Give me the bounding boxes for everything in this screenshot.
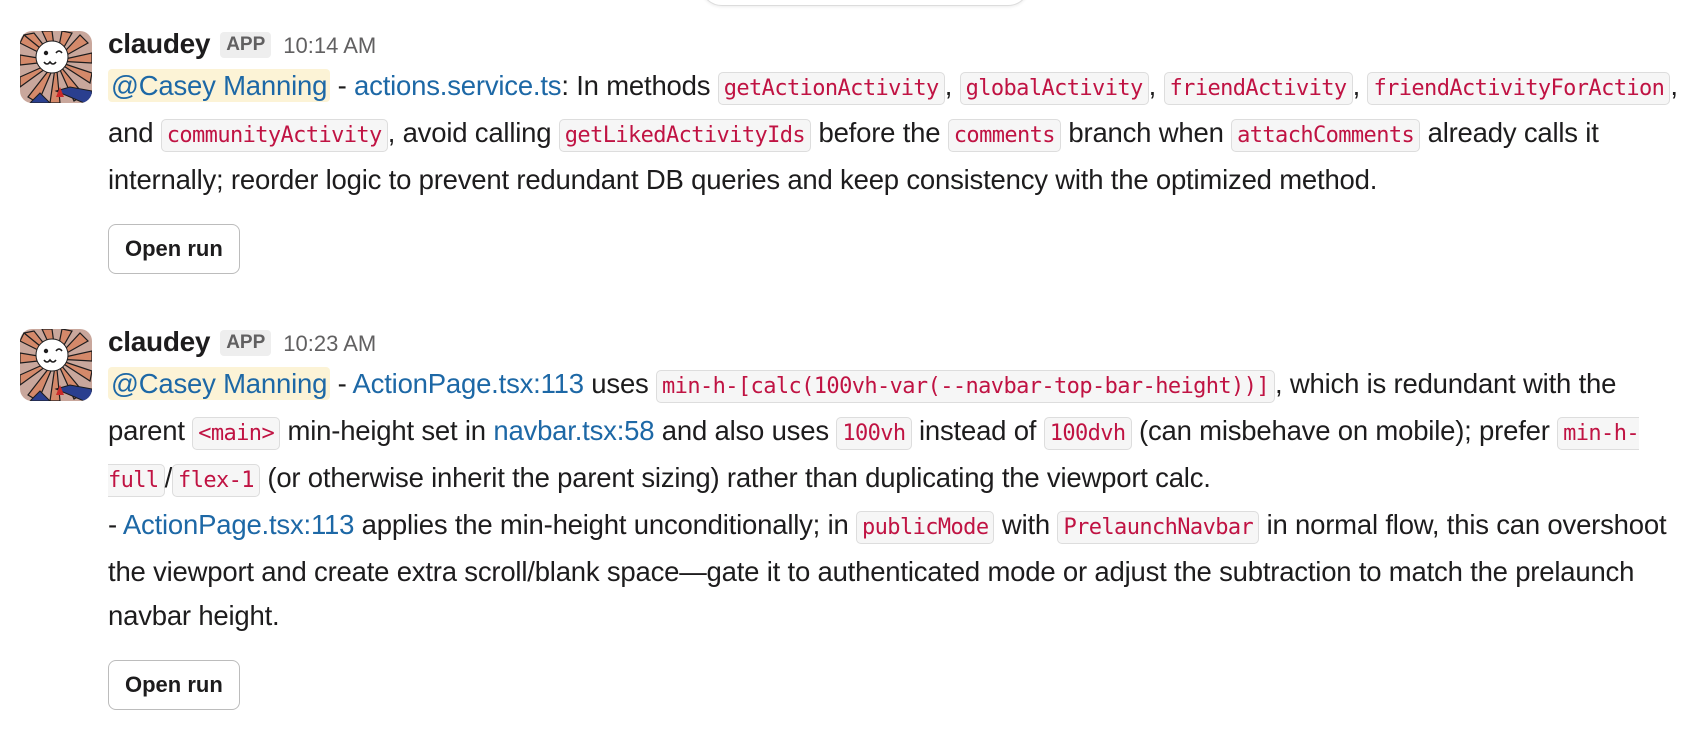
text: , avoid calling: [387, 117, 559, 148]
message-header: claudey APP 10:23 AM: [108, 326, 1698, 362]
claudey-avatar-icon[interactable]: [20, 329, 92, 401]
sender-name[interactable]: claudey: [108, 28, 211, 59]
message-body: @Casey Manning - actions.service.ts: In …: [108, 64, 1698, 202]
text: and also uses: [654, 415, 837, 446]
app-badge: APP: [220, 330, 272, 356]
inline-code: publicMode: [856, 511, 995, 544]
open-run-button[interactable]: Open run: [108, 224, 240, 274]
message-timestamp[interactable]: 10:23 AM: [283, 331, 377, 356]
inline-code: 100dvh: [1043, 417, 1132, 450]
text: uses: [583, 368, 657, 399]
app-badge: APP: [220, 32, 272, 58]
text: ,: [1148, 70, 1164, 101]
file-link[interactable]: navbar.tsx:58: [493, 415, 655, 446]
text: -: [330, 368, 353, 399]
text: , and: [108, 70, 1678, 148]
inline-code: getLikedActivityIds: [558, 119, 812, 152]
inline-code: friendActivity: [1163, 72, 1353, 105]
message-content: claudey APP 10:14 AM @Casey Manning - ac…: [108, 28, 1698, 274]
inline-code: 100vh: [836, 417, 912, 450]
message-header: claudey APP 10:14 AM: [108, 28, 1698, 64]
inline-code: friendActivityForAction: [1367, 72, 1671, 105]
inline-code: min-h-[calc(100vh-var(--navbar-top-bar-h…: [656, 370, 1275, 403]
inline-code: PrelaunchNavbar: [1057, 511, 1260, 544]
text: applies the min-height unconditionally; …: [354, 509, 857, 540]
inline-code: <main>: [192, 417, 281, 450]
sender-name[interactable]: claudey: [108, 326, 211, 357]
inline-code: flex-1: [172, 464, 260, 497]
text: in normal flow, this can overshoot the v…: [108, 509, 1667, 631]
text: -: [330, 70, 355, 101]
inline-code: getActionActivity: [717, 72, 945, 105]
text: min-height set in: [280, 415, 494, 446]
text: before the: [811, 117, 948, 148]
text: with: [994, 509, 1058, 540]
text: -: [108, 509, 123, 540]
text: (can misbehave on mobile); prefer: [1131, 415, 1558, 446]
text: (or otherwise inherit the parent sizing)…: [259, 462, 1211, 493]
file-link[interactable]: ActionPage.tsx:113: [122, 509, 355, 540]
open-run-button[interactable]: Open run: [108, 660, 240, 710]
text: : In methods: [561, 70, 718, 101]
text: already calls it internally; reorder log…: [108, 117, 1599, 195]
message-timestamp[interactable]: 10:14 AM: [283, 33, 377, 58]
date-divider-pill[interactable]: [700, 0, 1030, 6]
user-mention[interactable]: @Casey Manning: [108, 367, 331, 400]
message-body: @Casey Manning - ActionPage.tsx:113 uses…: [108, 362, 1698, 638]
inline-code: communityActivity: [160, 119, 388, 152]
inline-code: comments: [947, 119, 1061, 152]
file-link[interactable]: ActionPage.tsx:113: [352, 368, 585, 399]
text: ,: [944, 70, 960, 101]
file-link[interactable]: actions.service.ts: [354, 70, 562, 101]
claudey-avatar-icon[interactable]: [20, 31, 92, 103]
text: , which is redundant with the parent: [108, 368, 1617, 446]
inline-code: globalActivity: [959, 72, 1149, 105]
text: branch when: [1060, 117, 1232, 148]
text: ,: [1352, 70, 1368, 101]
inline-code: attachComments: [1231, 119, 1421, 152]
user-mention[interactable]: @Casey Manning: [108, 69, 331, 102]
text: /: [164, 462, 173, 493]
text: instead of: [911, 415, 1044, 446]
message-content: claudey APP 10:23 AM @Casey Manning - Ac…: [108, 326, 1698, 710]
